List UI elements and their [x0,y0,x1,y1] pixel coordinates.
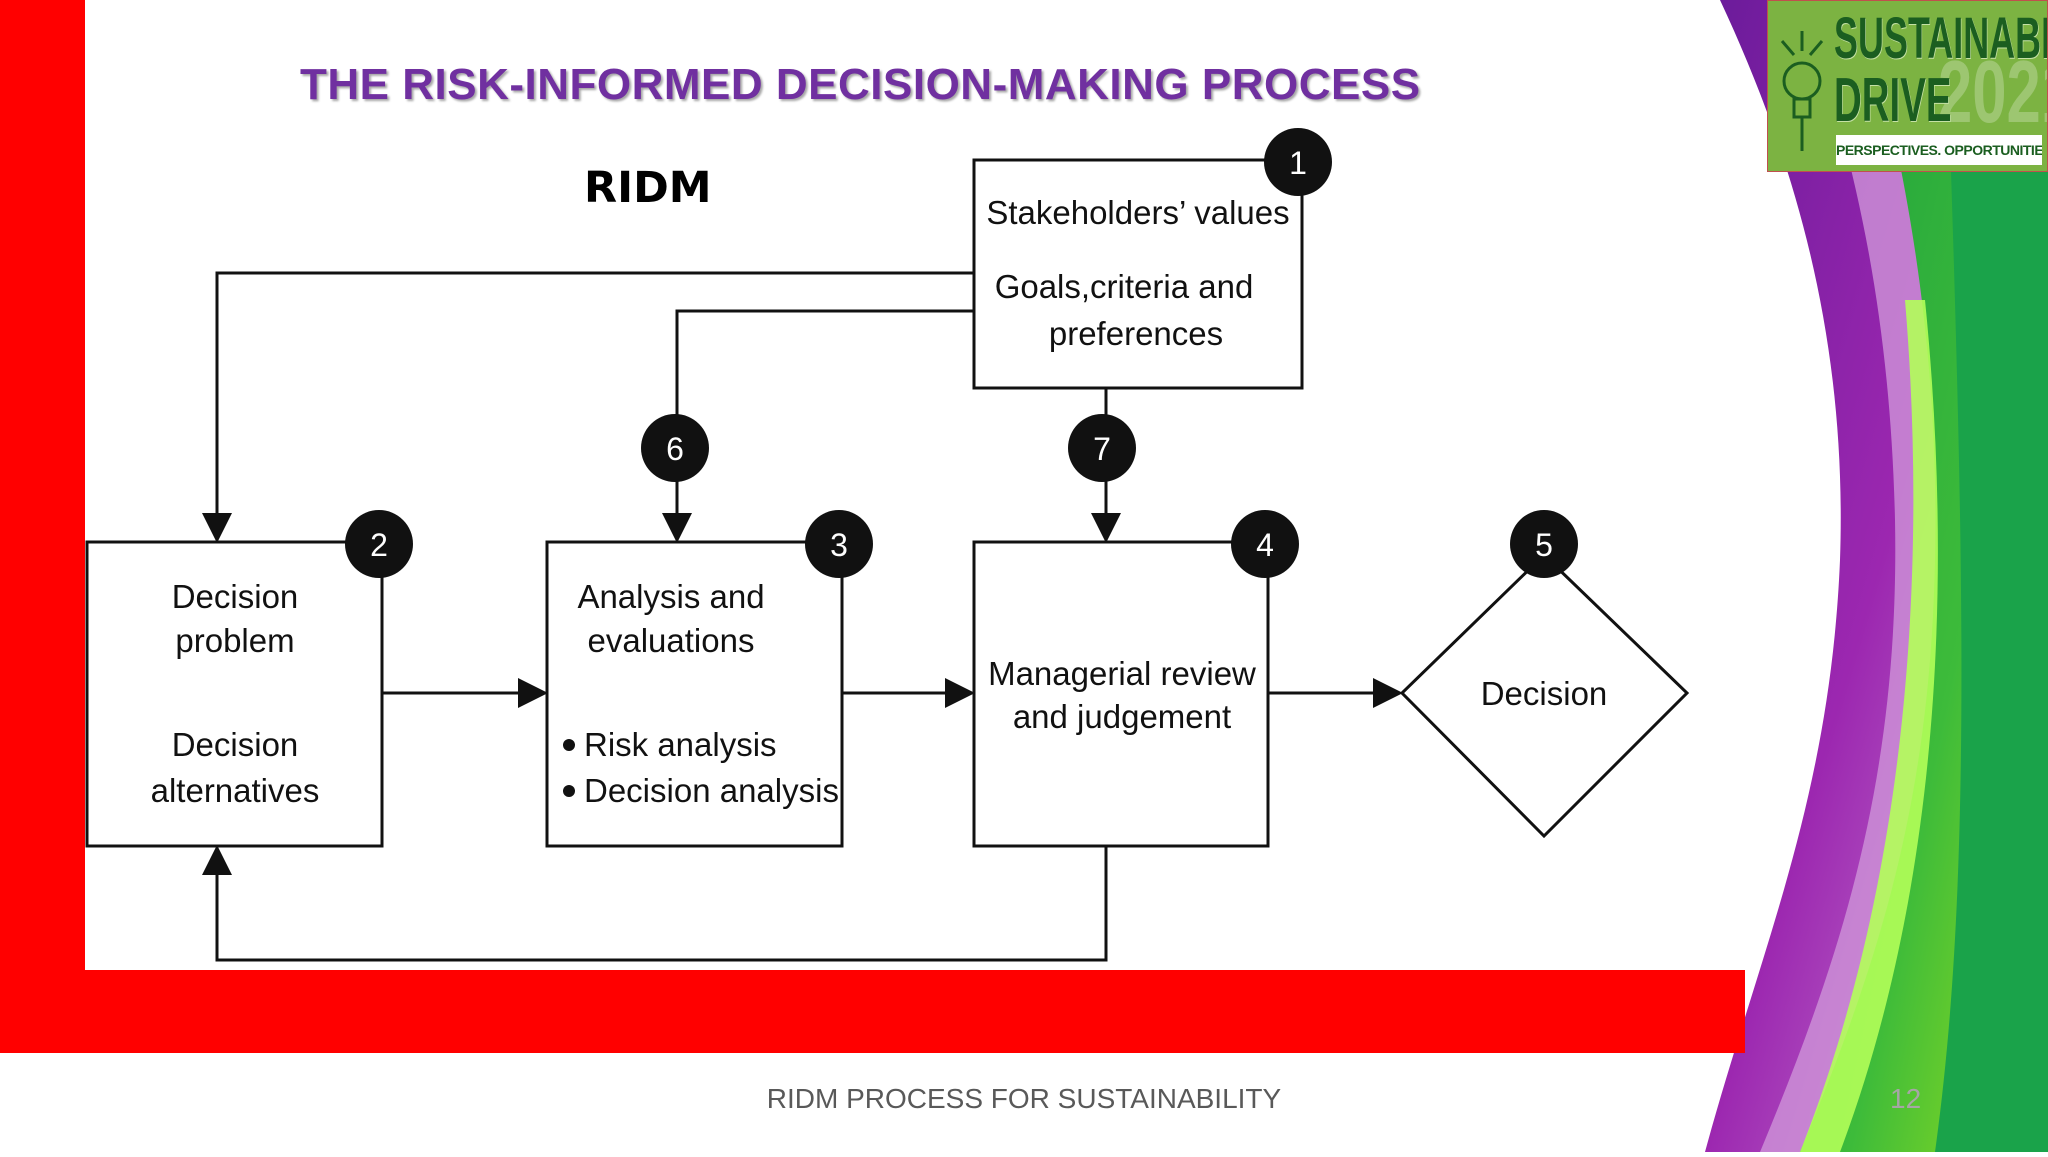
box2-line2: problem [175,622,294,659]
box3-bullet2: Decision analysis [584,772,839,809]
logo-line2: DRIVE [1834,66,1952,135]
slide-title: THE RISK-INFORMED DECISION-MAKING PROCES… [300,60,1421,109]
badge-7-text: 7 [1093,431,1111,467]
badge-4-text: 4 [1256,527,1274,563]
box1-line3: preferences [1049,315,1223,352]
process-boxes [85,158,1690,848]
badge-3: 3 [805,510,873,578]
badge-1-text: 1 [1289,145,1307,181]
box-3-analysis [545,540,844,848]
box4-line1: Managerial review [988,655,1256,692]
bullet-dot [563,785,575,797]
box-2-decision-problem [85,540,384,848]
page-number: 12 [1890,1083,1922,1114]
badge-3-text: 3 [830,527,848,563]
diamond5-label: Decision [1481,675,1608,712]
badge-6-text: 6 [666,431,684,467]
box-4-managerial-review [972,540,1270,848]
connector-4-to-2-feedback [202,845,1108,962]
badge-6: 6 [641,414,709,482]
box2-line1: Decision [172,578,299,615]
connector-1-to-2 [202,271,974,543]
connector-1-to-3 [662,309,974,543]
badge-1: 1 [1264,128,1332,196]
logo-tagline: PERSPECTIVES. OPPORTUNITIES. SOLUTIONS [1836,135,2042,165]
connector-lines [202,271,1403,962]
logo-year: 2021 [1938,42,2047,141]
badge-5-text: 5 [1535,527,1553,563]
box3-line2: evaluations [588,622,755,659]
badge-2: 2 [345,510,413,578]
diagram-heading: RIDM [584,163,712,213]
sustainability-drive-logo: 2021 SUSTAINABILITY DRIVE PERSPECTIVES. … [1767,0,2048,172]
box3-line1: Analysis and [577,578,764,615]
number-badges: 1 2 3 4 5 6 7 [345,128,1578,578]
box-1-stakeholders [972,158,1304,390]
diamond-5-decision [1399,552,1690,839]
box2-line3: Decision [172,726,299,763]
box1-line1: Stakeholders’ values [986,194,1289,231]
badge-5: 5 [1510,510,1578,578]
slide-footer: RIDM PROCESS FOR SUSTAINABILITY [766,1083,1282,1114]
badge-7: 7 [1068,414,1136,482]
box1-line2: Goals,criteria and [995,268,1254,305]
badge-2-text: 2 [370,527,388,563]
decorative-swoosh [1705,0,2048,1152]
red-frame [0,0,1745,1053]
box3-bullet1: Risk analysis [584,726,777,763]
bullet-dot [563,739,575,751]
logo-line1: SUSTAINABILITY [1834,6,2048,71]
box4-line2: and judgement [1013,698,1231,735]
badge-4: 4 [1231,510,1299,578]
box2-line4: alternatives [151,772,320,809]
lightbulb-icon [1780,31,1824,151]
